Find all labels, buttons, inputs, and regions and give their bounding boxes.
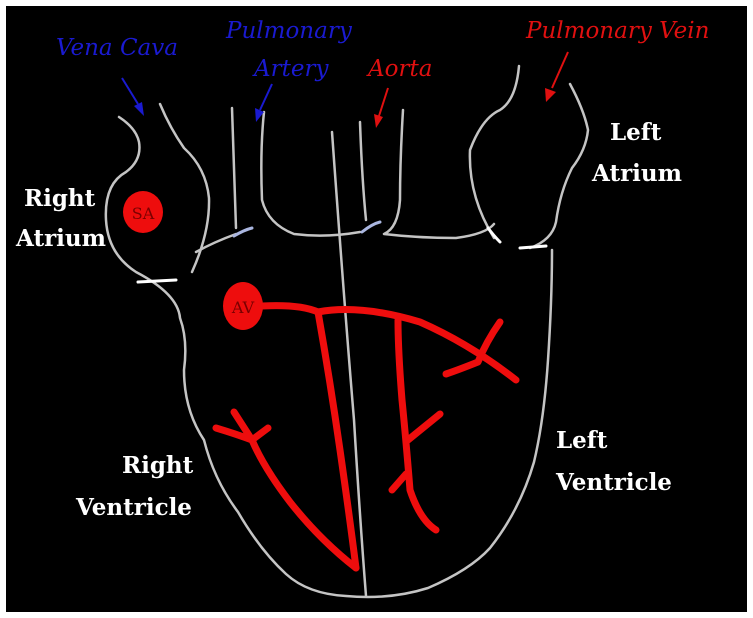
tricuspid-valve	[138, 280, 176, 282]
left-ventricle-label-line2: Ventricle	[555, 469, 672, 496]
sa-node-label: SA	[132, 204, 155, 223]
pulmonary-artery-label-line1: Pulmonary	[225, 18, 353, 44]
left-atrium-label-line2: Atrium	[591, 160, 682, 187]
pulmonary-artery-label-line2: Artery	[252, 56, 329, 82]
mitral-valve	[520, 246, 546, 248]
right-atrium-label-line1: Right	[24, 185, 96, 212]
aorta-label: Aorta	[366, 56, 432, 82]
right-ventricle-label-line1: Right	[122, 452, 194, 479]
av-node-label: AV	[231, 298, 255, 317]
left-atrium-label-line1: Left	[610, 119, 662, 146]
vena-cava-label: Vena Cava	[56, 35, 178, 61]
right-atrium-label-line2: Atrium	[15, 225, 106, 252]
pulmonary-vein-label: Pulmonary Vein	[525, 18, 709, 44]
left-ventricle-label-line1: Left	[556, 427, 608, 454]
right-ventricle-label-line2: Ventricle	[75, 494, 192, 521]
